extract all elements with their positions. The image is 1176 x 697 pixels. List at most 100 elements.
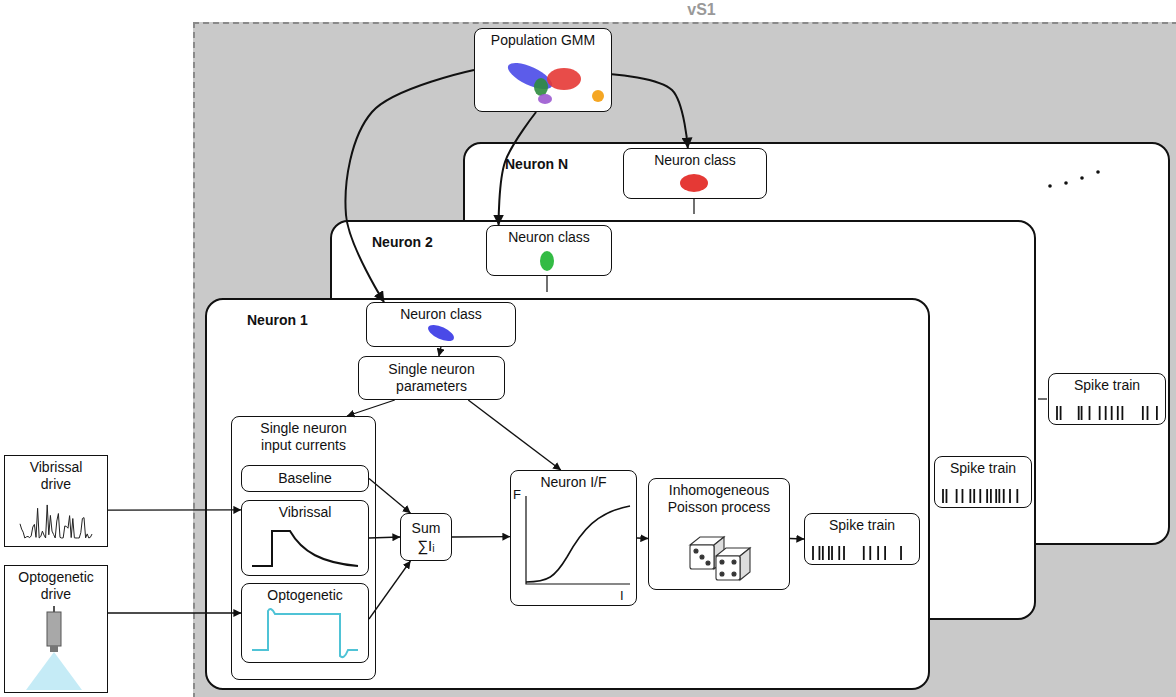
spike-tick bbox=[869, 546, 871, 560]
node-label: Sum bbox=[412, 520, 441, 537]
node-label: Spike train bbox=[1074, 377, 1140, 394]
neuron-card: Neuron classSingle neuron parametersBase… bbox=[205, 298, 930, 690]
spike-train-box: Spike train bbox=[804, 513, 920, 565]
card-heading: Neuron 1 bbox=[207, 300, 928, 329]
die-pip bbox=[694, 549, 698, 553]
spike-tick bbox=[998, 489, 1000, 503]
spike-tick bbox=[900, 546, 902, 560]
die-pip bbox=[732, 572, 736, 576]
axis-label-holder: I bbox=[620, 587, 624, 604]
connector-arrow bbox=[499, 112, 537, 225]
spike-tick bbox=[995, 489, 997, 503]
card-heading: Neuron N bbox=[465, 144, 1168, 173]
die-pip bbox=[706, 561, 710, 565]
spike-tick bbox=[1016, 489, 1018, 503]
node-label: Neuron class bbox=[508, 229, 590, 246]
spike-tick bbox=[831, 546, 833, 560]
spike-tick bbox=[1056, 406, 1058, 420]
connector-arrow bbox=[790, 538, 804, 540]
spike-tick bbox=[1147, 406, 1149, 420]
optic-fiber bbox=[53, 606, 55, 613]
spike-tick bbox=[1099, 406, 1101, 420]
poisson-box: Inhomogeneous Poisson process bbox=[648, 478, 790, 590]
optogenetic-current-trace bbox=[252, 609, 358, 657]
sum-box: Sum∑Iᵢ bbox=[400, 513, 452, 561]
spike-tick bbox=[1117, 406, 1119, 420]
connector-arrow bbox=[369, 537, 400, 538]
node-label: Single neuron parameters bbox=[363, 361, 500, 395]
node-label: Spike train bbox=[950, 460, 1016, 477]
spike-tick bbox=[1009, 489, 1011, 503]
spike-tick bbox=[812, 546, 814, 560]
drive-box: Vibrissal drive bbox=[4, 455, 108, 547]
spike-tick bbox=[1078, 406, 1080, 420]
class-ellipse bbox=[680, 174, 708, 192]
vibrissal-current-trace bbox=[252, 531, 358, 566]
spike-tick bbox=[838, 546, 840, 560]
spike-train-box: Spike train bbox=[934, 456, 1032, 508]
ellipsis-dot bbox=[1064, 181, 1068, 185]
connector-arrow bbox=[108, 612, 241, 613]
die-pip bbox=[720, 560, 724, 564]
node-label: Vibrissal drive bbox=[16, 459, 96, 493]
transfer-function-box: Neuron I/F bbox=[510, 470, 637, 606]
spike-tick bbox=[1089, 406, 1091, 420]
connector-arrow bbox=[612, 74, 688, 148]
spike-tick bbox=[1121, 406, 1123, 420]
if-curve bbox=[526, 506, 630, 582]
class-ellipse bbox=[426, 322, 456, 345]
population-model-box: Population GMM bbox=[474, 28, 612, 112]
node-label: Optogenetic drive bbox=[16, 569, 96, 603]
die-face bbox=[714, 537, 724, 569]
die-face bbox=[740, 548, 750, 580]
class-ellipse bbox=[540, 251, 554, 271]
spike-tick bbox=[843, 546, 845, 560]
connector-arrow bbox=[347, 400, 395, 416]
spike-tick bbox=[990, 489, 992, 503]
node-label: Neuron I/F bbox=[540, 474, 606, 491]
node-label: Optogenetic bbox=[267, 587, 343, 604]
axis-label: I bbox=[620, 587, 624, 604]
die-pip bbox=[700, 555, 704, 559]
spike-tick bbox=[819, 546, 821, 560]
connector-arrow bbox=[439, 347, 441, 356]
connector-arrow bbox=[108, 509, 241, 511]
class-box: Neuron class bbox=[623, 148, 767, 199]
input-group-box: BaselineVibrissalOptogeneticSingle neuro… bbox=[231, 416, 376, 680]
node-label: Population GMM bbox=[491, 32, 595, 49]
connector-arrow bbox=[369, 561, 410, 619]
die-pip bbox=[720, 572, 724, 576]
node-label: Neuron class bbox=[654, 152, 736, 169]
card-heading: Neuron 2 bbox=[332, 222, 1034, 251]
spike-tick bbox=[973, 489, 975, 503]
hidden-connector-stub bbox=[1038, 398, 1047, 399]
spike-tick bbox=[1003, 489, 1005, 503]
drive-box: Optogenetic drive bbox=[4, 565, 108, 693]
node-label: Single neuron input currents bbox=[248, 420, 360, 454]
region-title: vS1 bbox=[195, 1, 1176, 18]
light-cone bbox=[26, 652, 82, 690]
die-face bbox=[690, 537, 724, 545]
connector-arrow bbox=[637, 537, 648, 539]
node-label: Spike train bbox=[829, 517, 895, 534]
spike-tick bbox=[1105, 406, 1107, 420]
die-face bbox=[690, 545, 714, 569]
spike-tick bbox=[1142, 406, 1144, 420]
optic-tip bbox=[50, 646, 58, 652]
spike-tick bbox=[979, 489, 981, 503]
class-box: Neuron class bbox=[486, 225, 612, 276]
ellipsis-dot bbox=[1096, 170, 1100, 174]
spike-tick bbox=[986, 489, 988, 503]
ellipsis-dot bbox=[1080, 176, 1084, 180]
optic-ferrule bbox=[47, 612, 61, 646]
node-label: Inhomogeneous Poisson process bbox=[653, 482, 785, 516]
dice-icon bbox=[690, 537, 750, 580]
spike-tick bbox=[877, 546, 879, 560]
spike-ticks bbox=[813, 406, 1157, 560]
spike-tick bbox=[942, 489, 944, 503]
ellipsis-dot bbox=[1048, 184, 1052, 188]
spike-tick bbox=[1111, 406, 1113, 420]
